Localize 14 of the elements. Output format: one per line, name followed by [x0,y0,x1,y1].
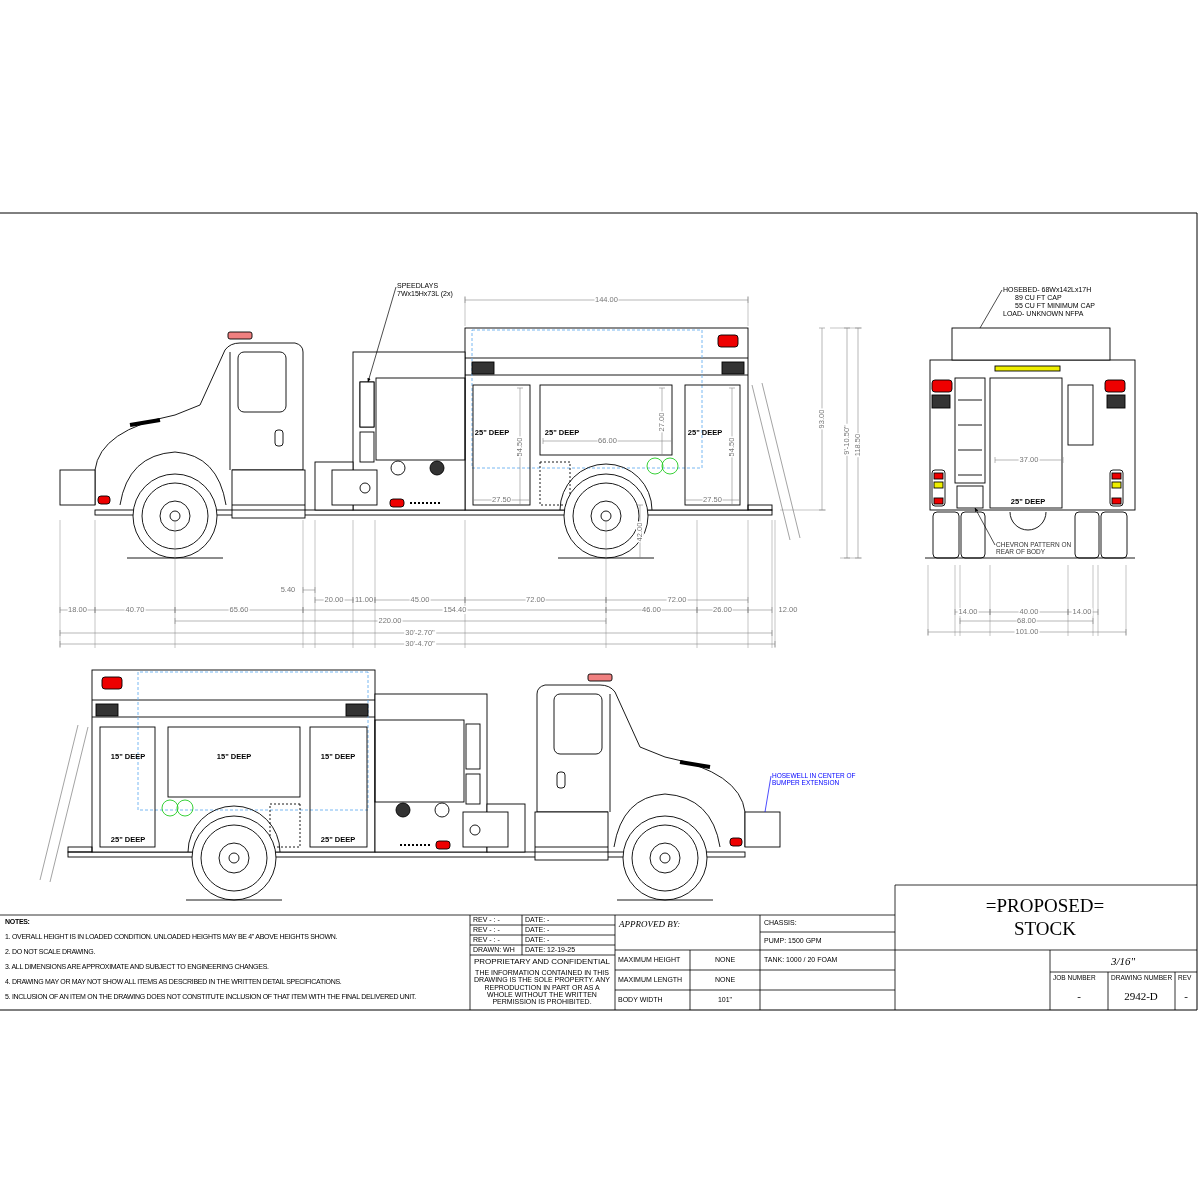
crosslay-compartment [359,381,375,428]
title-text: STOCK [1014,918,1076,940]
job-number: - [1077,989,1081,1003]
title-text: =PROPOSED= [985,895,1105,917]
scale-text: 3/16" [1110,954,1136,968]
revision-number: - [1184,989,1188,1003]
approval-label: APPROVED BY: [619,920,681,930]
leader-line [979,289,1003,329]
confidentiality-heading: PROPRIETARY AND CONFIDENTIAL [474,957,610,967]
chevron-panel [956,485,984,509]
drawing-number: 2942-D [1124,989,1158,1003]
leader-line [764,775,772,813]
bumper-extension [744,811,781,848]
hosebed [951,327,1111,361]
